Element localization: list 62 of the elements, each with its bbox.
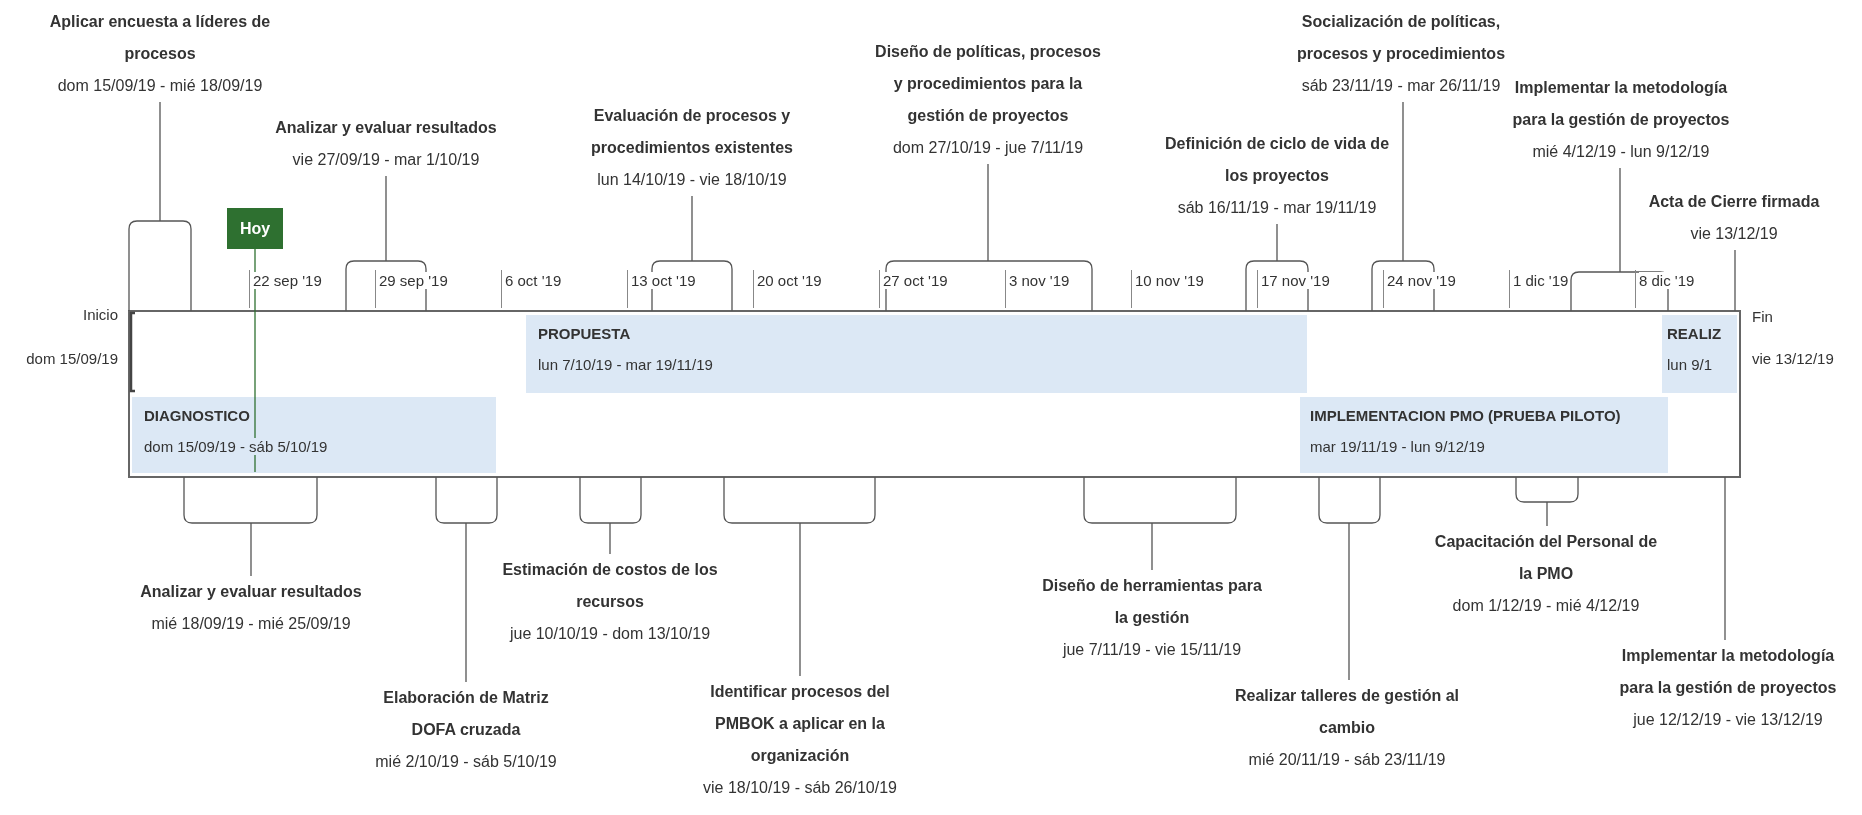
date-range: lun 9/1	[1667, 356, 1713, 373]
date-range: dom 15/09/19 - sáb 5/10/19	[144, 438, 328, 455]
callout-bracket	[1570, 167, 1669, 312]
task-title: Analizar y evaluar resultados	[274, 118, 498, 138]
milestone-label: Fin	[1752, 308, 1773, 325]
date-tick: 24 nov '19	[1383, 270, 1456, 308]
date-range: jue 10/10/19 - dom 13/10/19	[508, 624, 712, 644]
task-title: Acta de Cierre firmada	[1647, 192, 1821, 212]
date-tick: 27 oct '19	[879, 270, 948, 308]
date-label: vie 13/12/19	[1752, 350, 1834, 367]
date-range: vie 13/12/19	[1689, 224, 1779, 244]
phase-bar	[132, 397, 496, 473]
callout-bracket	[579, 476, 642, 555]
callout-bracket	[183, 476, 318, 577]
date-tick: 22 sep '19	[249, 270, 322, 308]
callout-bracket	[651, 195, 733, 312]
callout-bracket	[1318, 476, 1381, 681]
date-range: mié 4/12/19 - lun 9/12/19	[1531, 142, 1711, 162]
callout-bracket	[1371, 101, 1435, 312]
date-tick: 20 oct '19	[753, 270, 822, 308]
milestone-label: Inicio	[82, 306, 118, 323]
date-range: dom 15/09/19 - mié 18/09/19	[56, 76, 264, 96]
date-tick: 8 dic '19	[1635, 270, 1695, 308]
phase-bar	[526, 315, 1307, 393]
phase-bar	[1300, 397, 1668, 473]
date-range: sáb 16/11/19 - mar 19/11/19	[1176, 198, 1378, 218]
date-range: mié 20/11/19 - sáb 23/11/19	[1247, 750, 1447, 770]
date-tick: 13 oct '19	[627, 270, 696, 308]
callout-bracket	[723, 476, 876, 677]
callout-bracket	[1083, 476, 1237, 571]
callout-bracket	[1724, 476, 1726, 641]
date-tick: 6 oct '19	[501, 270, 562, 308]
callout-bracket	[1515, 476, 1579, 527]
phase-title: IMPLEMENTACION PMO (PRUEBA PILOTO)	[1310, 407, 1621, 424]
date-tick: 17 nov '19	[1257, 270, 1330, 308]
callout-bracket	[435, 476, 498, 683]
today-marker: Hoy	[227, 208, 283, 249]
task-title: Analizar y evaluar resultados	[139, 582, 363, 602]
date-range: mié 18/09/19 - mié 25/09/19	[150, 614, 352, 634]
date-range: dom 1/12/19 - mié 4/12/19	[1451, 596, 1641, 616]
date-range: vie 27/09/19 - mar 1/10/19	[291, 150, 481, 170]
callout-bracket	[885, 163, 1093, 312]
date-range: lun 14/10/19 - vie 18/10/19	[596, 170, 788, 190]
date-range: dom 27/10/19 - jue 7/11/19	[891, 138, 1085, 158]
callout-bracket	[1734, 249, 1736, 312]
date-range: jue 7/11/19 - vie 15/11/19	[1061, 640, 1243, 660]
phase-bar	[1662, 315, 1737, 393]
date-range: vie 18/10/19 - sáb 26/10/19	[702, 778, 898, 798]
callout-bracket	[345, 175, 427, 312]
date-range: mié 2/10/19 - sáb 5/10/19	[374, 752, 558, 772]
date-tick: 1 dic '19	[1509, 270, 1569, 308]
date-tick: 3 nov '19	[1005, 270, 1070, 308]
date-range: lun 7/10/19 - mar 19/11/19	[538, 356, 713, 373]
timeline-bar	[128, 310, 1741, 478]
date-label: dom 15/09/19	[26, 350, 118, 367]
date-tick: 10 nov '19	[1131, 270, 1204, 308]
date-range: mar 19/11/19 - lun 9/12/19	[1310, 438, 1485, 455]
callout-bracket	[1245, 223, 1309, 312]
date-range: sáb 23/11/19 - mar 26/11/19	[1300, 76, 1502, 96]
callout-bracket	[128, 101, 192, 312]
date-tick: 29 sep '19	[375, 270, 448, 308]
date-range: jue 12/12/19 - vie 13/12/19	[1632, 710, 1824, 730]
